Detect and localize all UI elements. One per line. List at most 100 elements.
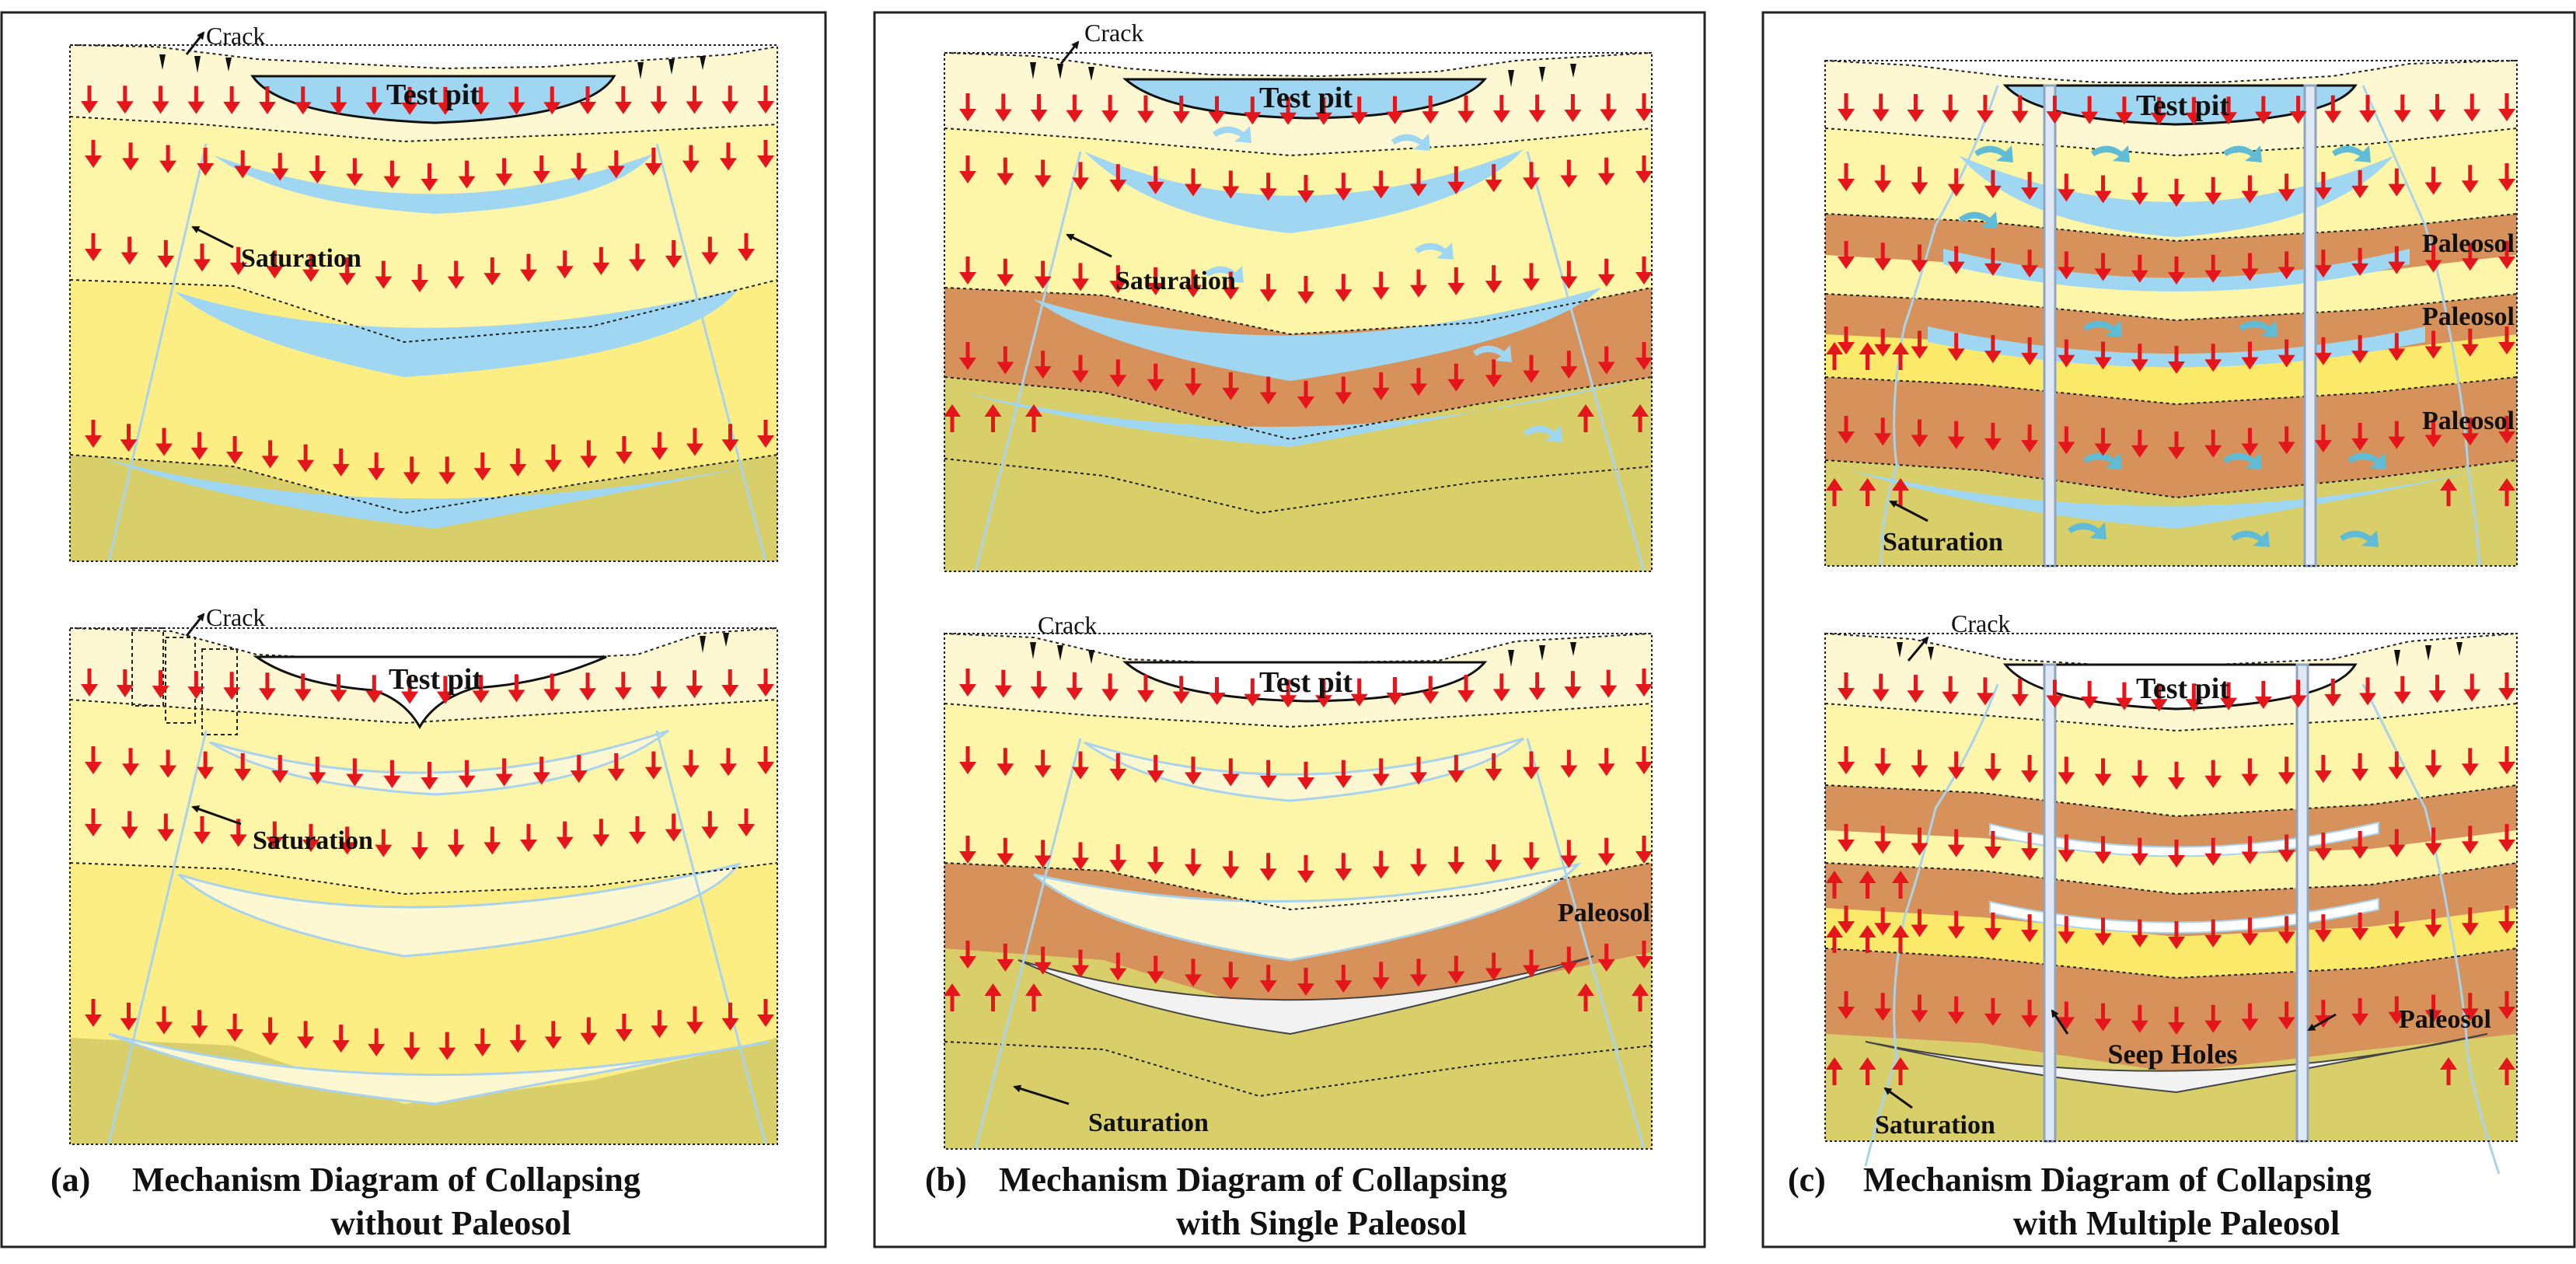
load-arrow (644, 148, 662, 176)
load-arrow (261, 1017, 279, 1046)
load-arrow (2046, 679, 2064, 708)
load-arrow (2388, 751, 2406, 780)
load-arrow (994, 93, 1012, 122)
load-arrow (1372, 850, 1390, 879)
load-arrow (1447, 955, 1465, 984)
caption-line-2: with Single Paleosol (1176, 1204, 1467, 1242)
load-arrow (1560, 749, 1578, 778)
load-arrow (2168, 431, 2185, 459)
load-arrow (194, 243, 211, 272)
load-arrow (1147, 267, 1164, 295)
load-arrow (1485, 164, 1503, 193)
load-arrow (544, 1021, 562, 1049)
load-arrow (1447, 846, 1465, 875)
load-arrow (1911, 909, 1929, 938)
load-arrow (1185, 368, 1202, 396)
load-arrow (2131, 759, 2148, 788)
load-arrow (2168, 840, 2185, 868)
load-arrow (155, 1006, 173, 1035)
load-arrow (1447, 755, 1465, 784)
load-arrow (1208, 96, 1226, 124)
load-arrow (1410, 368, 1427, 396)
load-arrow (1259, 173, 1277, 201)
load-arrow (1947, 910, 1965, 939)
saturation-label: Saturation (241, 244, 361, 273)
load-arrow (1072, 263, 1089, 292)
load-arrow (959, 342, 976, 370)
saturation-zone (175, 289, 738, 377)
load-arrow (1485, 265, 1503, 294)
load-arrow (401, 676, 419, 704)
load-arrow (1632, 983, 1649, 1011)
load-arrow (509, 448, 527, 477)
load-arrow (1560, 260, 1578, 289)
load-arrow (2115, 682, 2133, 711)
panel-c-top-diagram: Test pit Paleosol Paleosol Paleosol Satu… (1824, 60, 2518, 567)
load-arrow (1335, 759, 1353, 788)
load-arrow (401, 86, 419, 115)
load-arrow (155, 428, 173, 456)
load-arrow (2359, 677, 2377, 706)
seep-holes-label: Seep Holes (2108, 1039, 2238, 1070)
load-arrow (2168, 1007, 2185, 1035)
load-arrow (1109, 359, 1127, 388)
load-arrow (1222, 372, 1240, 400)
load-arrow (2168, 921, 2185, 949)
load-arrow (458, 160, 476, 189)
load-arrow (1838, 163, 1855, 191)
load-arrow (997, 258, 1014, 287)
load-arrow (2388, 421, 2406, 449)
load-arrow (2289, 96, 2307, 124)
panel-a-bottom-diagram: Crack Test pit Saturation (69, 603, 778, 1145)
load-arrow (2204, 759, 2222, 788)
load-arrow (1034, 351, 1052, 379)
load-arrow (294, 673, 312, 702)
load-arrow (2498, 824, 2515, 852)
load-arrow (1259, 965, 1277, 993)
load-arrow (436, 676, 454, 704)
load-arrow (2058, 251, 2075, 280)
load-arrow (2498, 906, 2515, 934)
load-arrow (1136, 95, 1154, 124)
load-arrow (1222, 850, 1240, 879)
load-arrow (959, 746, 976, 774)
load-arrow (2021, 1000, 2039, 1028)
load-arrow (1447, 267, 1465, 295)
load-arrow (2388, 910, 2406, 939)
load-arrow (686, 670, 703, 699)
load-arrow (159, 749, 177, 778)
load-arrow (1259, 376, 1277, 405)
load-arrow (532, 756, 550, 785)
load-arrow (1947, 168, 1965, 197)
load-arrow (984, 404, 1002, 432)
load-arrow (1892, 342, 1909, 370)
load-arrow (579, 672, 597, 701)
load-arrow (2278, 916, 2295, 945)
load-arrow (2168, 257, 2185, 285)
paleosol-label: Paleosol (1558, 899, 1650, 927)
load-arrow (1279, 679, 1297, 708)
load-arrow (629, 243, 646, 272)
load-arrow (997, 943, 1014, 972)
load-arrow (2204, 919, 2222, 948)
load-arrow (309, 756, 326, 785)
load-arrow (2021, 755, 2039, 784)
load-arrow (120, 424, 138, 452)
load-arrow (266, 821, 284, 850)
saturation-label: Saturation (253, 826, 373, 855)
load-arrow (2131, 837, 2148, 866)
load-arrow (1109, 752, 1127, 781)
load-arrow (495, 758, 513, 787)
load-arrow (2314, 250, 2332, 278)
load-arrow (1410, 848, 1427, 877)
load-arrow (1635, 257, 1653, 285)
load-arrow (346, 158, 364, 187)
load-arrow (570, 755, 588, 784)
saturation-zone (105, 459, 770, 529)
load-arrow (85, 233, 102, 261)
load-arrow (1485, 844, 1503, 873)
load-arrow (2058, 834, 2075, 863)
load-arrow (258, 86, 276, 115)
load-arrow (1297, 855, 1314, 883)
load-arrow (2388, 246, 2406, 274)
